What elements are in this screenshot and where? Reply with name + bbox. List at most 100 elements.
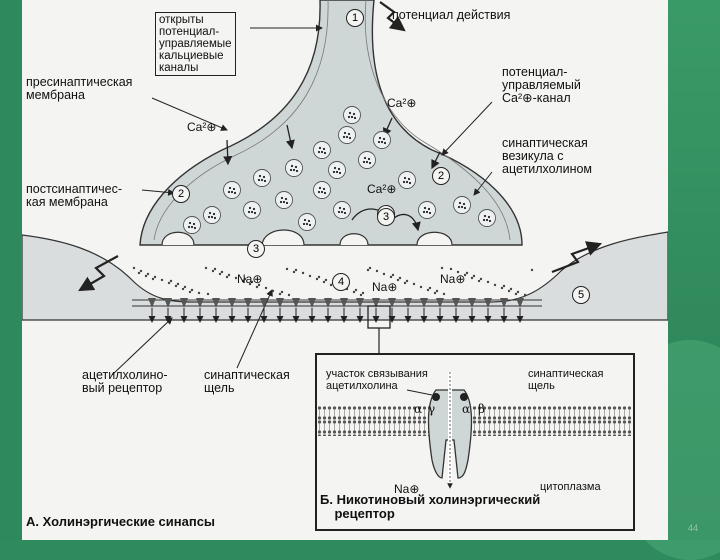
vesicle: [478, 209, 496, 227]
ach-molecule: [479, 277, 483, 281]
label-open-calcium-channels: открыты потенциал- управляемые кальциевы…: [155, 12, 236, 76]
slide-content: открыты потенциал- управляемые кальциевы…: [22, 0, 668, 540]
ach-molecule: [241, 279, 245, 283]
ach-molecule: [174, 284, 178, 288]
receptor-arrow: [148, 298, 156, 323]
ach-molecule: [442, 292, 446, 296]
slide-background-left: [0, 0, 22, 540]
receptor-arrow: [228, 298, 236, 323]
vesicle: [285, 159, 303, 177]
ach-molecule: [493, 283, 497, 287]
ach-molecule: [389, 275, 393, 279]
ach-molecule: [225, 275, 229, 279]
receptor-arrow: [260, 298, 268, 323]
page-number: 44: [688, 523, 699, 533]
receptor-arrow: [356, 298, 364, 323]
ach-molecule: [204, 266, 208, 270]
ach-molecule: [206, 292, 210, 296]
ach-molecule: [456, 270, 460, 274]
vesicle: [298, 213, 316, 231]
vesicle: [313, 141, 331, 159]
vesicle: [253, 169, 271, 187]
ach-molecule: [257, 283, 261, 287]
ach-molecule: [530, 268, 534, 272]
subunit-alpha-2: α: [462, 402, 471, 416]
ach-molecule: [412, 282, 416, 286]
ach-molecule: [329, 283, 333, 287]
ach-molecule: [463, 273, 467, 277]
receptor-arrow: [436, 298, 444, 323]
ach-molecule: [213, 267, 217, 271]
synaptic-vesicles: [183, 106, 496, 234]
ach-molecule: [160, 278, 164, 282]
ach-molecule: [435, 289, 439, 293]
ion-na-1: Na⊕: [237, 272, 263, 286]
ach-molecule: [502, 284, 506, 288]
receptor-arrow: [276, 298, 284, 323]
ach-molecule: [264, 286, 268, 290]
ach-molecule: [433, 291, 437, 295]
receptor-arrow: [516, 298, 524, 323]
label-action-potential: потенциал действия: [392, 8, 511, 22]
ach-molecule: [368, 266, 372, 270]
vesicle: [328, 161, 346, 179]
ion-na-3: Na⊕: [440, 272, 466, 286]
step-2-right: 2: [432, 167, 450, 185]
receptor-arrow: [196, 298, 204, 323]
receptor-arrow: [500, 298, 508, 323]
vesicle: [373, 131, 391, 149]
ach-molecule: [176, 282, 180, 286]
ach-molecule: [181, 287, 185, 291]
ach-molecule: [292, 270, 296, 274]
vesicle: [313, 181, 331, 199]
vesicle: [453, 196, 471, 214]
ach-molecule: [396, 278, 400, 282]
ach-molecule: [426, 288, 430, 292]
ach-molecule: [465, 271, 469, 275]
receptor-arrow: [452, 298, 460, 323]
ach-molecule: [248, 282, 252, 286]
action-potential-arrow-top: [379, 1, 406, 32]
ach-molecule: [220, 270, 224, 274]
ach-molecule: [218, 272, 222, 276]
ach-molecule: [470, 276, 474, 280]
vesicle: [333, 201, 351, 219]
ach-molecule: [366, 268, 370, 272]
ach-molecule: [308, 274, 312, 278]
ach-molecule: [234, 276, 238, 280]
ion-na-2: Na⊕: [372, 280, 398, 294]
ach-molecule: [391, 273, 395, 277]
ach-molecule: [398, 276, 402, 280]
receptor-arrows: [148, 298, 524, 323]
receptor-arrow: [244, 298, 252, 323]
ach-molecule: [322, 280, 326, 284]
receptor-arrow: [388, 298, 396, 323]
title-panel-a: А. Холинэргические синапсы: [26, 514, 216, 529]
label-inset-synaptic-cleft: синаптическая щель: [528, 368, 604, 392]
ach-molecule: [403, 281, 407, 285]
ach-molecule: [197, 291, 201, 295]
ach-molecule: [169, 279, 173, 283]
label-cytoplasm: цитоплазма: [540, 481, 601, 493]
vesicle: [338, 126, 356, 144]
action-potential-arrow-right: [551, 241, 603, 274]
ach-molecule: [352, 290, 356, 294]
ach-molecule: [190, 288, 194, 292]
ach-molecule: [509, 287, 513, 291]
label-acetylcholine-receptor: ацетилхолино- вый рецептор: [82, 368, 168, 395]
ach-molecule: [315, 277, 319, 281]
ach-molecule: [486, 280, 490, 284]
vesicle: [183, 216, 201, 234]
ach-molecule: [285, 267, 289, 271]
action-potential-arrow-left: [78, 255, 119, 292]
ach-molecule: [382, 272, 386, 276]
ach-molecule: [477, 279, 481, 283]
receptor-arrow: [420, 298, 428, 323]
ach-molecule: [361, 291, 365, 295]
ion-na-inset: Na⊕: [394, 482, 420, 496]
title-panel-b: Б. Никотиновый холинэргический рецептор: [320, 492, 541, 521]
ion-ca-left: Ca²⊕: [187, 120, 217, 134]
slide-background-right: [630, 0, 720, 560]
receptor-arrow: [292, 298, 300, 323]
receptor-arrow: [468, 298, 476, 323]
